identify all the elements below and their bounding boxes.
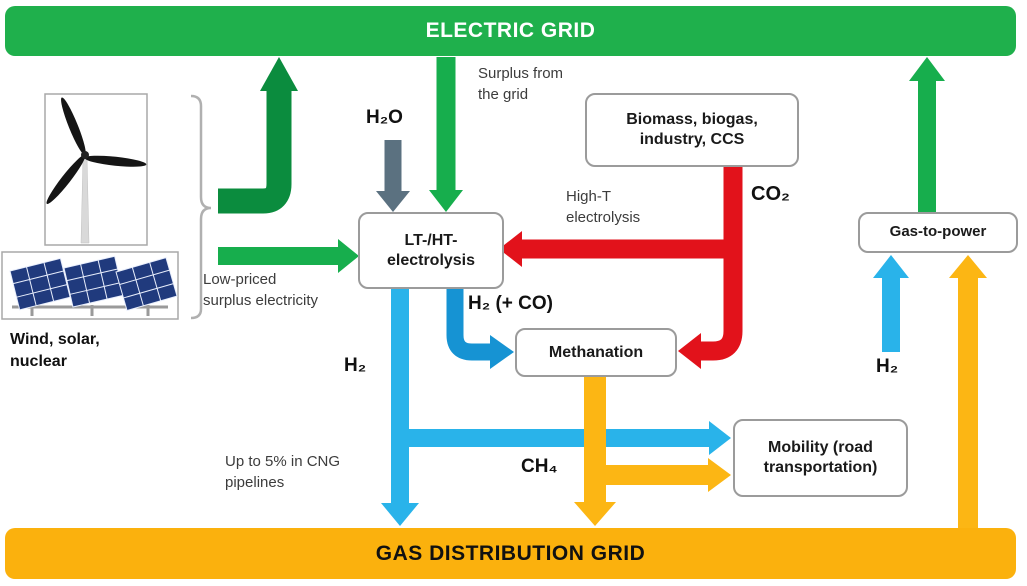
h2-left-label: H₂ (344, 355, 367, 376)
biomass-label-line2: industry, CCS (639, 131, 745, 148)
co2-label: CO₂ (751, 183, 790, 205)
surplus-from-grid-annotation: Surplus from the grid (478, 65, 564, 103)
arrow-co2-to-methanation (678, 166, 743, 369)
mobility-label-line1: Mobility (road (768, 439, 873, 456)
biomass-node: Biomass, biogas, industry, CCS (585, 93, 799, 167)
gas-distribution-grid-banner: GAS DISTRIBUTION GRID (5, 528, 1016, 579)
solar-panels-icon (1, 251, 179, 320)
arrow-h2-to-gas-to-power (873, 255, 909, 352)
cng-pipelines-annotation: Up to 5% in CNG pipelines (225, 453, 341, 491)
electrolysis-label-line1: LT-/HT- (404, 231, 458, 249)
arrow-surplus-electricity (218, 239, 359, 273)
h2-plus-co-label: H₂ (+ CO) (468, 293, 553, 314)
h2-right-label: H₂ (876, 356, 899, 377)
electric-grid-title: ELECTRIC GRID (425, 19, 596, 42)
arrow-co2-to-electrolysis (499, 231, 741, 267)
arrow-h2-to-methanation (446, 288, 514, 369)
h2o-label: H₂O (366, 107, 403, 128)
electrolysis-label-line2: electrolysis (386, 251, 476, 269)
sources-brace (190, 94, 212, 320)
arrow-sources-to-grid (218, 57, 298, 214)
gas-to-power-node: Gas-to-power (858, 212, 1018, 253)
wind-turbine-icon (44, 93, 148, 246)
gas-grid-title: GAS DISTRIBUTION GRID (375, 541, 646, 565)
arrow-ch4-to-gas-grid (574, 377, 616, 526)
mobility-node: Mobility (road transportation) (733, 419, 908, 497)
ch4-label: CH₄ (521, 456, 558, 477)
arrow-ch4-to-mobility (586, 458, 731, 492)
mobility-label-line2: transportation) (763, 459, 878, 476)
methanation-label: Methanation (548, 343, 644, 361)
arrow-h2-to-mobility (392, 421, 731, 455)
arrow-h2o (376, 140, 410, 212)
high-t-electrolysis-annotation: High-T electrolysis (566, 188, 641, 226)
arrow-gas-to-power-to-grid (909, 57, 945, 212)
low-priced-electricity-annotation: Low-priced surplus electricity (203, 271, 319, 309)
wind-solar-nuclear-label: Wind, solar, nuclear (10, 331, 100, 370)
electrolysis-node: LT-/HT- electrolysis (358, 212, 504, 289)
arrow-gas-grid-to-gas-to-power (949, 255, 987, 528)
methanation-node: Methanation (515, 328, 677, 377)
electric-grid-banner: ELECTRIC GRID (5, 6, 1016, 56)
biomass-label-line1: Biomass, biogas, (626, 111, 758, 128)
arrow-h2-to-gas-grid (381, 288, 419, 526)
arrow-grid-to-electrolysis (429, 57, 463, 212)
gas-to-power-label: Gas-to-power (889, 223, 987, 241)
